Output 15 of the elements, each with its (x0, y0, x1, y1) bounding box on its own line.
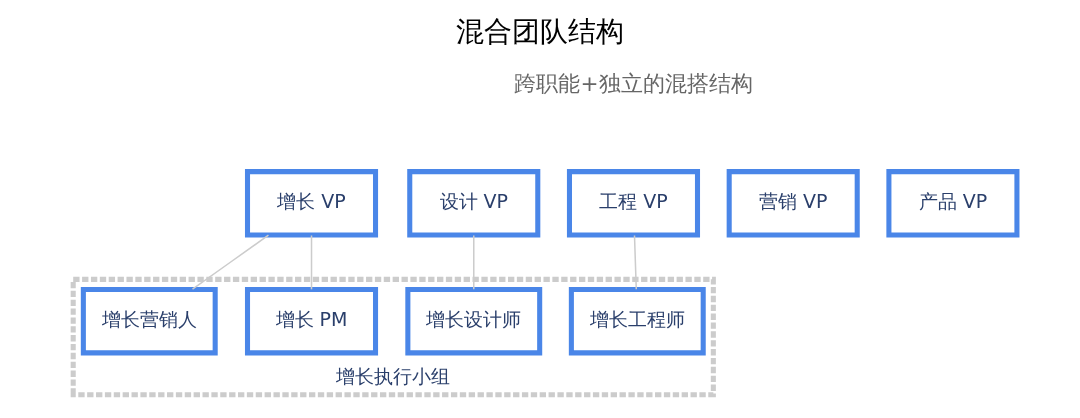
node-box: 增长营销人 (80, 286, 218, 356)
node-box: 增长 VP (244, 169, 379, 238)
label: 跨职能+独立的混搭结构 (514, 70, 753, 96)
node-box: 增长设计师 (405, 286, 543, 356)
node-box: 设计 VP (407, 169, 541, 238)
connector (473, 234, 475, 291)
node-box: 工程 VP (566, 169, 701, 238)
node-box: 产品 VP (886, 169, 1020, 238)
node-box: 营销 VP (726, 169, 860, 238)
node-box: 增长工程师 (568, 286, 706, 356)
connector (191, 234, 270, 290)
connector (633, 234, 638, 291)
diagram-title: 混合团队结构 (456, 14, 624, 48)
node-box: 增长 PM (244, 286, 379, 356)
connector (310, 234, 313, 291)
